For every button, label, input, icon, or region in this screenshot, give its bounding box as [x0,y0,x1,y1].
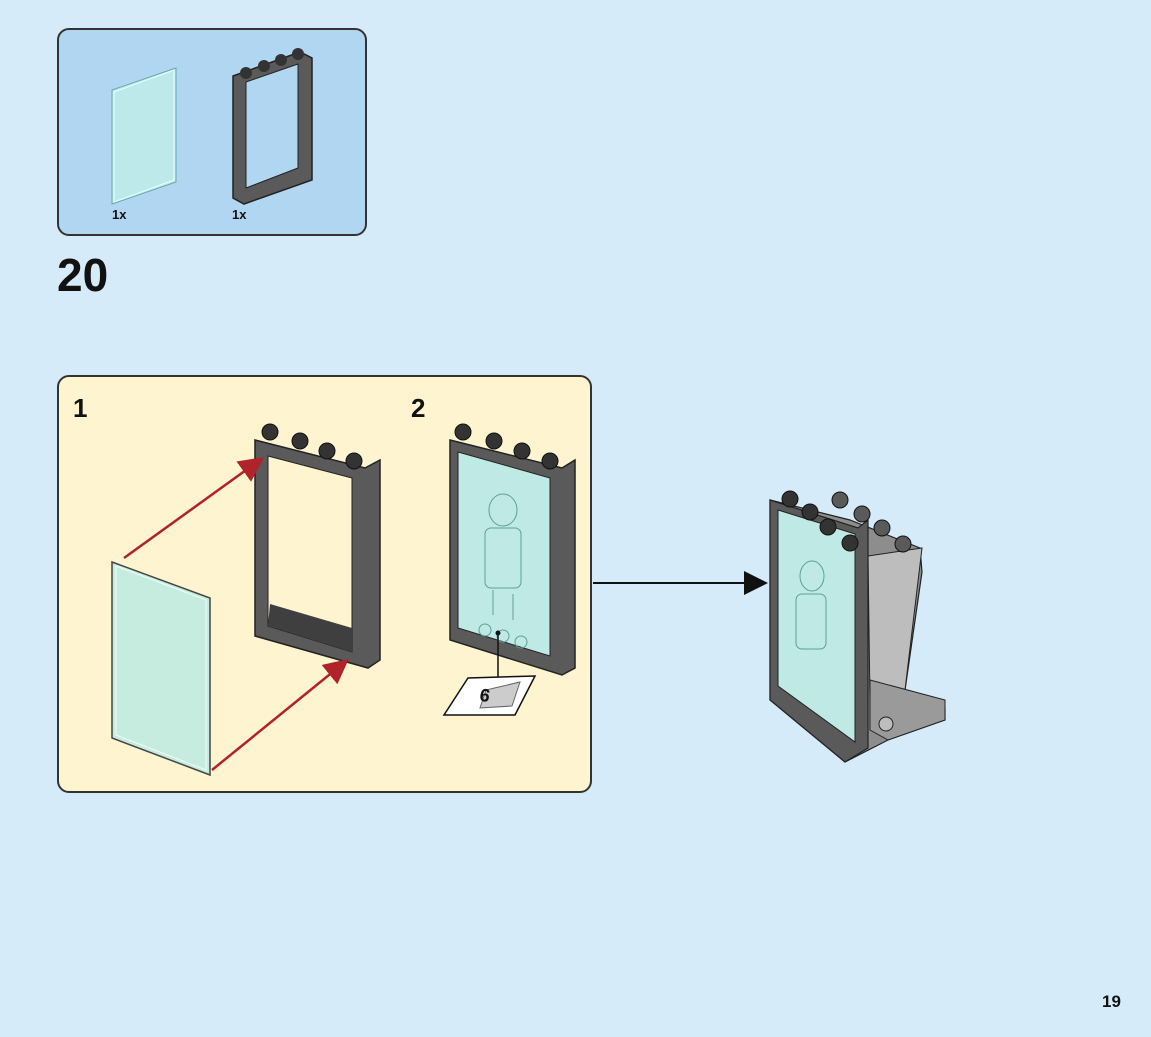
door-frame-part-icon [232,48,313,205]
substep-1-door-frame [254,423,381,669]
page-number: 19 [1102,992,1121,1011]
glass-pane-part-icon [111,67,177,205]
glass-pane-quantity: 1x [112,207,127,222]
substep-2-framed-glass [449,423,576,680]
substep-2-number: 2 [411,393,426,423]
sticker-9-icon [442,675,537,716]
result-model [769,490,946,763]
insert-arrows [123,457,349,771]
step-number: 20 [57,249,109,301]
parts-callout [57,28,367,236]
substep-1-glass-pane [111,560,211,777]
substep-1-number: 1 [73,393,88,423]
door-frame-quantity: 1x [232,207,247,222]
